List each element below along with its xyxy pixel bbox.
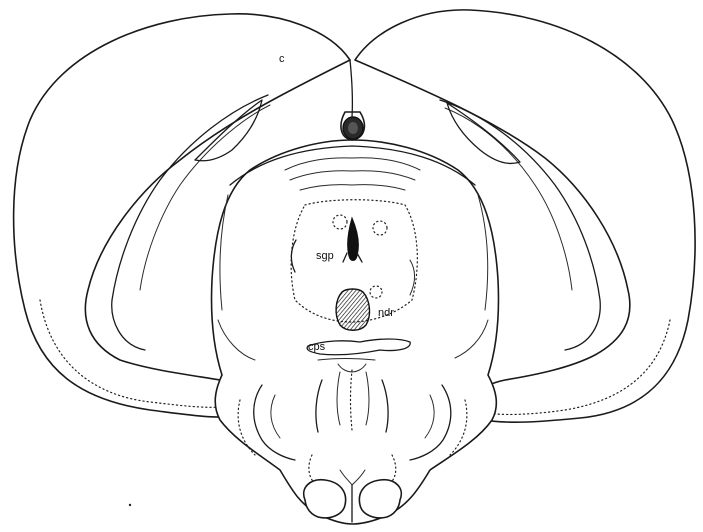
label-sgp: sgp (316, 250, 334, 262)
label-cortex: c (279, 53, 285, 65)
label-ndr: ndr (378, 307, 394, 319)
label-cps: cps (308, 341, 326, 353)
right-pyramid (359, 480, 401, 518)
pineal-core (348, 122, 358, 134)
speck (129, 504, 131, 506)
midline-fissure (350, 60, 352, 117)
left-pyramid (304, 480, 346, 518)
dorsal-raphe-nucleus (336, 289, 369, 330)
speck (559, 419, 561, 421)
brainstem (211, 140, 498, 524)
